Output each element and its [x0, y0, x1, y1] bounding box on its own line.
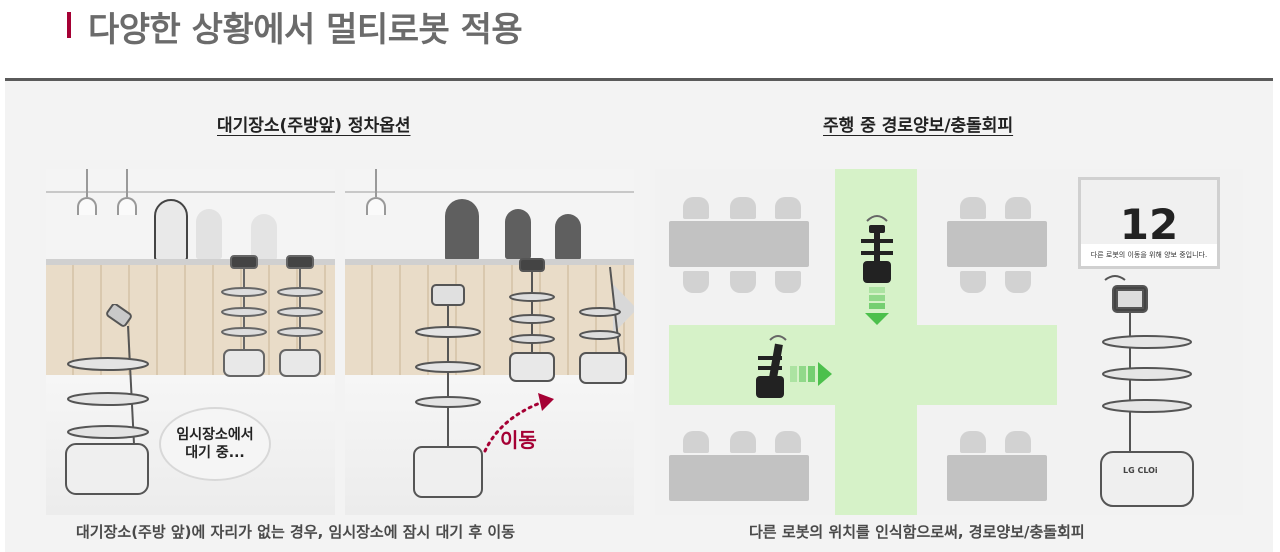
kitchen-scene-moving: 이동	[345, 169, 634, 515]
robot-moving-down-icon	[861, 215, 893, 325]
dining-table	[669, 221, 809, 267]
waiting-speech-bubble: 임시장소에서 대기 중...	[161, 409, 269, 479]
robot-brand-label: LG CLOi	[1123, 466, 1158, 475]
dining-table	[947, 221, 1047, 267]
right-section-title: 주행 중 경로양보/충돌회피	[823, 116, 1014, 136]
speech-bubble-line1: 임시장소에서	[176, 427, 254, 443]
robot-display-popup: 12 다른 로봇의 이동을 위해 양보 중입니다.	[1078, 177, 1220, 269]
chef-silhouette-icon	[445, 199, 479, 261]
serving-robot-icon	[1100, 275, 1194, 507]
display-message: 다른 로봇의 이동을 위해 양보 중입니다.	[1081, 244, 1217, 266]
left-section-title: 대기장소(주방앞) 정차옵션	[217, 116, 411, 136]
pendant-lamp-icon	[117, 197, 137, 215]
restaurant-map-scene: 12 다른 로봇의 이동을 위해 양보 중입니다. LG CLOi	[655, 169, 1243, 515]
waiting-robot-icon	[65, 304, 149, 495]
dining-table	[669, 455, 809, 501]
display-number: 12	[1119, 200, 1179, 249]
pendant-lamp-icon	[366, 197, 386, 215]
horizontal-path	[669, 325, 1057, 405]
title-accent-bar	[67, 12, 71, 38]
right-section-caption: 다른 로봇의 위치를 인식함으로써, 경로양보/충돌회피	[749, 523, 1085, 541]
speech-bubble-line2: 대기 중...	[185, 445, 245, 461]
header: 다양한 상황에서 멀티로봇 적용	[0, 0, 1280, 81]
dining-table	[947, 455, 1047, 501]
docked-robots-icon	[221, 255, 323, 377]
title-divider	[5, 78, 1273, 81]
moving-robots-icon	[413, 258, 627, 498]
move-arrow-icon	[483, 393, 554, 453]
robot-moving-right-icon	[756, 335, 832, 398]
kitchen-wall	[46, 169, 335, 264]
pendant-lamp-icon	[77, 197, 97, 215]
move-label: 이동	[500, 428, 537, 452]
kitchen-scene-waiting: 임시장소에서 대기 중...	[46, 169, 335, 515]
page-title: 다양한 상황에서 멀티로봇 적용	[88, 10, 523, 50]
left-section-caption: 대기장소(주방 앞)에 자리가 없는 경우, 임시장소에 잠시 대기 후 이동	[76, 523, 516, 541]
chef-figure-icon	[154, 199, 188, 261]
scene-arrow-right-icon	[613, 284, 634, 334]
content-panel: 대기장소(주방앞) 정차옵션	[5, 81, 1273, 552]
